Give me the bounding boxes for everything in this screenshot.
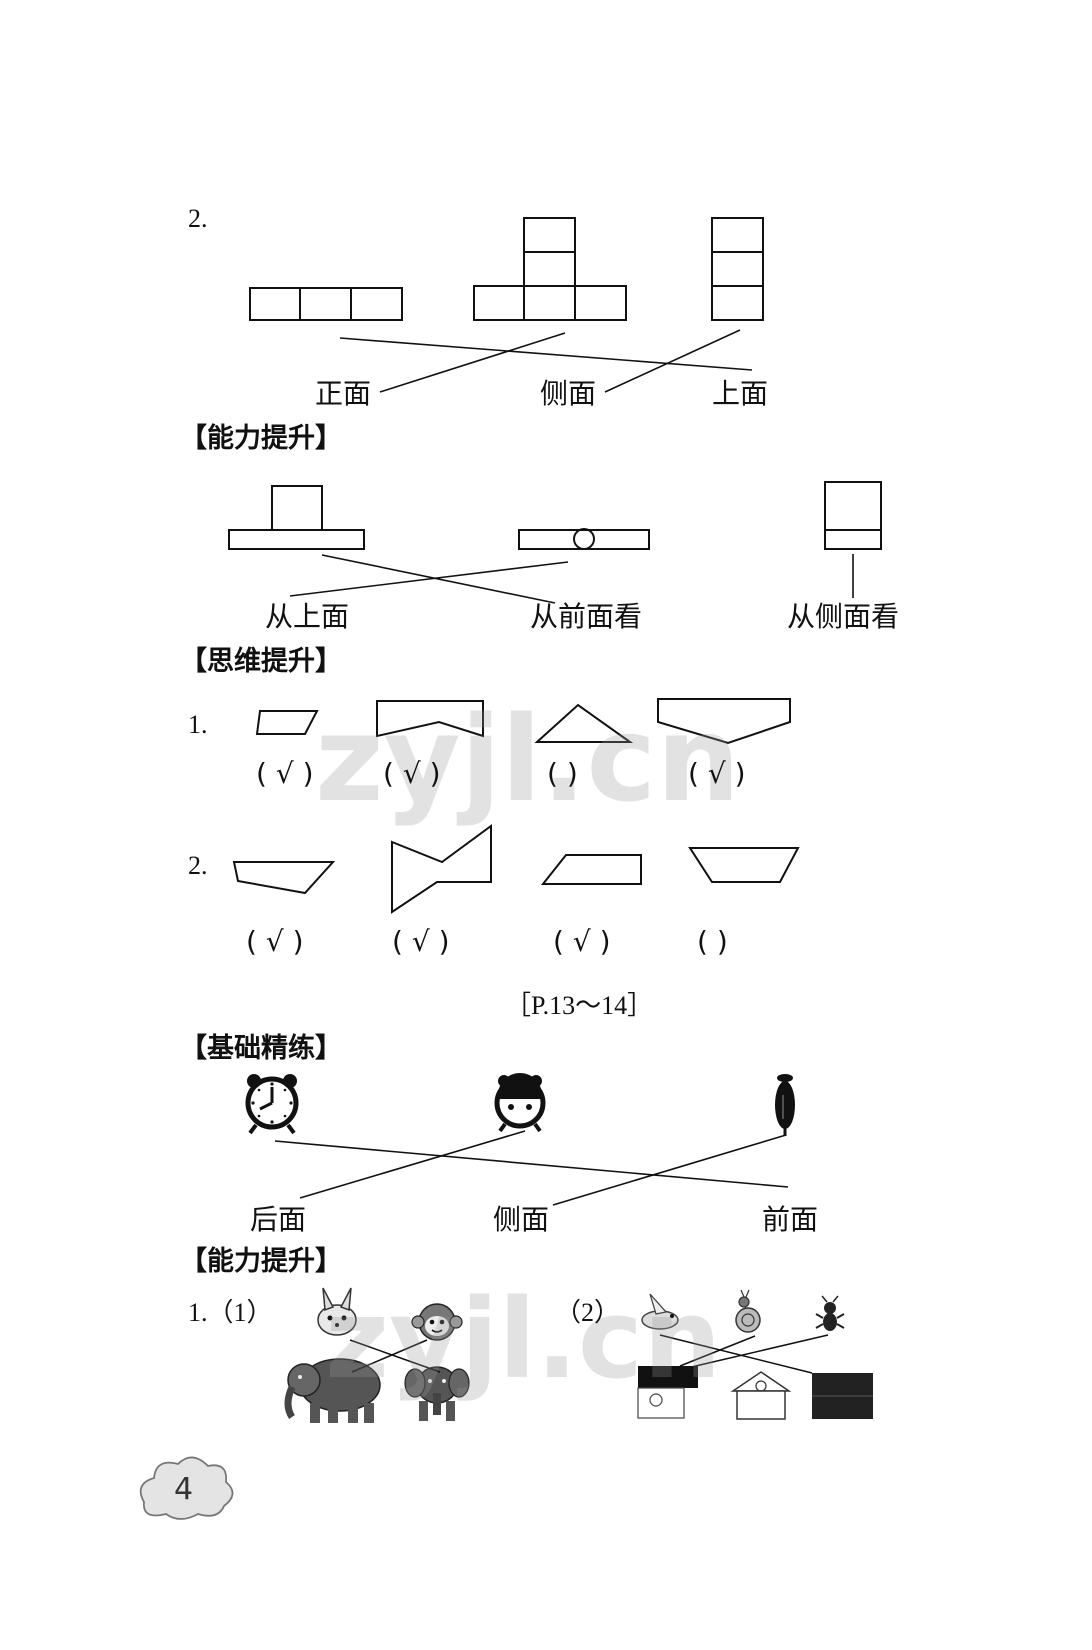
shape-q1-2 (376, 700, 484, 738)
matching-lines-d (349, 1339, 441, 1373)
watermark-1: zyjl.cn (315, 690, 741, 828)
label-back: 后面 (250, 1203, 307, 1236)
label-front-2: 前面 (762, 1203, 819, 1236)
q1-answer-3: ( ) (547, 757, 578, 790)
clock-back-icon (494, 1073, 546, 1133)
q1-part-1-label: 1.（1） (188, 1298, 273, 1327)
q1-answer-1: ( √ ) (256, 757, 314, 790)
page-reference: ［P.13～14］ (505, 991, 654, 1020)
section-heading-basics: 【基础精练】 (180, 1033, 342, 1064)
label-side-2: 侧面 (493, 1203, 550, 1236)
column-of-three-squares (711, 217, 764, 321)
q2-answer-1: ( √ ) (246, 925, 304, 958)
page-number-cloud (139, 1456, 234, 1520)
house-view-1-icon (637, 1366, 698, 1419)
shape-q1-3 (534, 703, 634, 743)
q1-number: 1. (188, 710, 208, 739)
shape-q2-3 (540, 854, 642, 885)
section-heading-thinking: 【思维提升】 (180, 646, 342, 677)
shape-q2-4 (688, 847, 800, 883)
section-heading-ability-2: 【能力提升】 (180, 1246, 342, 1277)
clock-side-icon (775, 1074, 795, 1136)
shape-q1-1 (255, 710, 319, 735)
rabbit-icon (317, 1287, 357, 1336)
t-shape-squares (473, 217, 627, 321)
view-shape-with-circle (518, 528, 650, 550)
monkey-icon (411, 1303, 463, 1341)
clock-front-icon (245, 1074, 299, 1135)
bird-icon (641, 1293, 679, 1330)
q2-answer-4: ( ) (697, 925, 728, 958)
row-of-three-squares (249, 287, 403, 321)
label-from-top: 从上面 (265, 600, 350, 633)
house-view-2-icon (730, 1371, 792, 1420)
label-from-side: 从侧面看 (787, 600, 900, 633)
house-view-3-icon (812, 1373, 873, 1419)
matching-lines-e (659, 1334, 829, 1374)
question-number: 2. (188, 204, 208, 233)
section-heading-ability-1: 【能力提升】 (180, 423, 342, 454)
watermark-2: zyjl.cn (325, 1275, 722, 1403)
matching-lines-b (289, 554, 854, 604)
elephant-front-icon (404, 1366, 470, 1421)
matching-lines-a (339, 329, 753, 393)
q1-part-2-label: （2） (555, 1298, 621, 1327)
shape-q2-2 (391, 824, 492, 914)
page-number: 4 (174, 1472, 194, 1507)
matching-lines-c (274, 1130, 789, 1206)
q2-answer-3: ( √ ) (553, 925, 611, 958)
shape-q2-1 (232, 861, 336, 895)
label-side: 侧面 (540, 377, 597, 410)
label-front: 正面 (315, 377, 372, 410)
elephant-side-icon (284, 1358, 381, 1423)
ant-icon (815, 1295, 845, 1331)
view-shape-side (824, 481, 882, 550)
view-shape-top-block (228, 485, 365, 550)
label-from-front: 从前面看 (530, 600, 643, 633)
snail-icon (735, 1289, 761, 1333)
q1-answer-2: ( √ ) (383, 757, 441, 790)
shape-q1-4 (657, 698, 791, 745)
label-top: 上面 (712, 377, 769, 410)
q1-answer-4: ( √ ) (688, 757, 746, 790)
q2-answer-2: ( √ ) (392, 925, 450, 958)
q2-number: 2. (188, 851, 208, 880)
